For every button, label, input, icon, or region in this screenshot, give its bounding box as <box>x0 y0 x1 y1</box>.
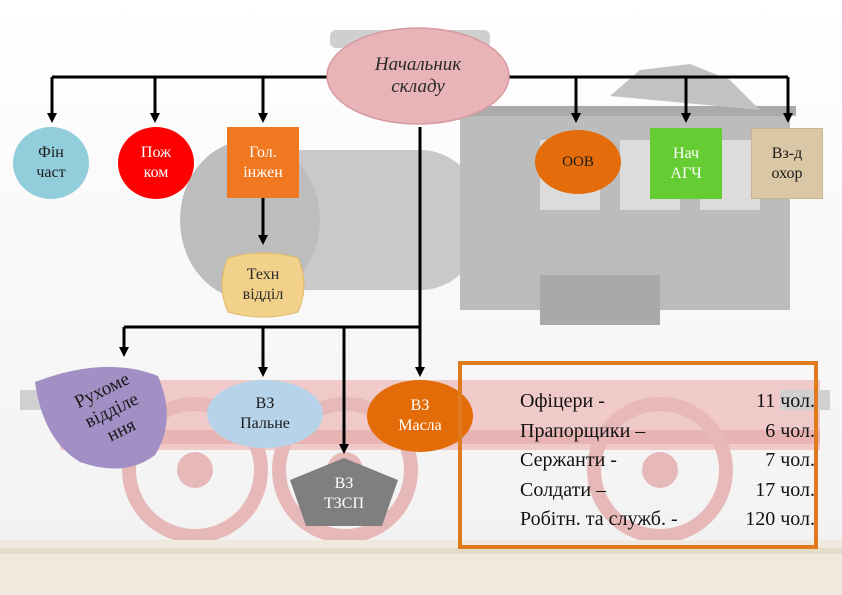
tzsp-warehouse-node: ВЗ ТЗСП <box>323 475 364 512</box>
staff-count-value: 7 чол. <box>765 449 815 471</box>
oil-ellipse-shape <box>367 380 473 452</box>
staff-role-label: Сержанти - <box>520 449 617 471</box>
tzsp-pentagon-shape <box>290 458 398 526</box>
fire-circle-shape <box>118 127 194 199</box>
guard-platoon-node: Вз-д охор <box>751 128 823 199</box>
finance-unit-node: Фін част <box>36 144 66 181</box>
oil-warehouse-node: ВЗ Масла <box>398 397 442 434</box>
staff-row: Робітн. та служб. - 120 чол. <box>520 505 815 534</box>
staff-count-value: 17 чол. <box>755 478 815 501</box>
oov-node: ООВ <box>562 154 594 170</box>
staff-role-label: Солдати – <box>520 478 607 501</box>
fin-circle-shape <box>13 127 89 199</box>
staff-count-value: 120 чол. <box>745 508 815 530</box>
staff-role-label: Офіцери - <box>520 390 605 412</box>
staff-row: Прапорщики – 6 чол. <box>520 417 815 446</box>
staff-row: Солдати – 17 чол. <box>520 476 815 505</box>
staff-row: Сержанти - 7 чол. <box>520 446 815 475</box>
warehouse-chief-node: Начальник складу <box>374 54 462 97</box>
staff-count-value: 11 чол. <box>755 390 815 412</box>
fuel-warehouse-node: ВЗ Пальне <box>240 395 290 432</box>
oov-ellipse-shape <box>535 130 621 194</box>
staff-count-value: 6 чол. <box>765 419 815 442</box>
staff-role-label: Прапорщики – <box>520 419 646 442</box>
tech-dept-node: Техн відділ <box>242 266 284 303</box>
staff-count-panel: Офіцери - 11 чол. Прапорщики – 6 чол. Сержан… <box>458 361 818 549</box>
chief-ellipse-shape <box>326 27 510 125</box>
chief-engineer-node: Гол. інжен <box>227 127 299 198</box>
agch-chief-node: Нач АГЧ <box>650 128 722 199</box>
fire-team-node: Пож ком <box>140 144 172 181</box>
mobile-dept-shape <box>35 366 167 469</box>
staff-row: Офіцери - 11 чол. <box>520 387 815 416</box>
staff-role-label: Робітн. та служб. - <box>520 508 678 530</box>
tech-dept-shape <box>221 252 305 318</box>
fuel-ellipse-shape <box>207 380 323 448</box>
